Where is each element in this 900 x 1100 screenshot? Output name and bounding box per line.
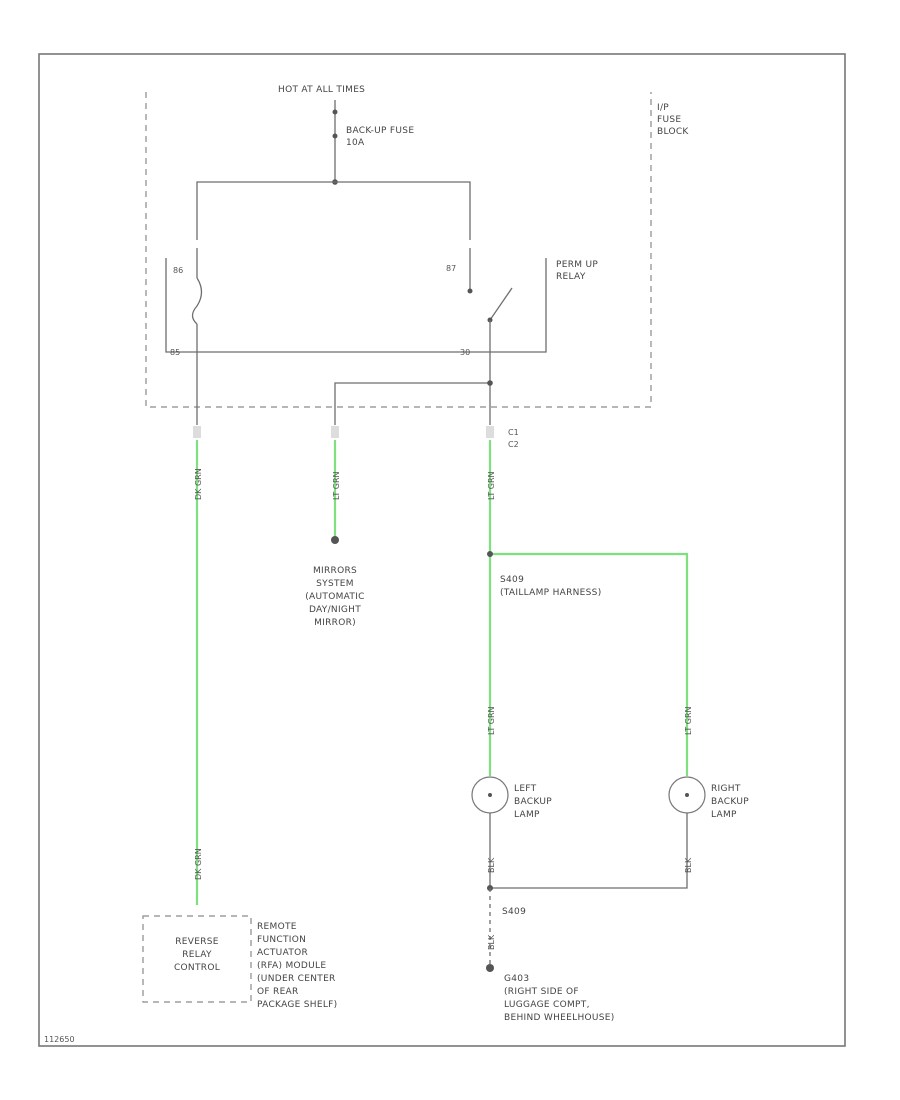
right-lamp-label-2: BACKUP — [711, 797, 749, 807]
reverse-box-label-3: CONTROL — [174, 963, 220, 973]
relay-label-1: PERM UP — [556, 260, 598, 270]
switch-contact-87 — [467, 288, 473, 294]
relay-switch-arm — [489, 287, 513, 321]
fuse-block-label-1: I/P — [657, 103, 669, 113]
reverse-relay-box — [142, 915, 252, 1003]
rfa-label-4: (RFA) MODULE — [257, 961, 326, 971]
wire-lamp-left-label: LT GRN — [487, 706, 496, 735]
rfa-label-2: FUNCTION — [257, 935, 306, 945]
hot-at-all-times-label: HOT AT ALL TIMES — [278, 85, 365, 95]
fuse-terminal-top — [332, 109, 338, 115]
wire-mid-label: LT GRN — [332, 471, 341, 500]
splice-top-label-1: S409 — [500, 575, 524, 585]
figure-id: 112650 — [44, 1035, 75, 1044]
wire-ground-left-label: BLK — [487, 857, 496, 873]
right-lamp-filament — [685, 793, 689, 797]
wire-right-label: LT GRN — [487, 471, 496, 500]
wire-ground-main-label: BLK — [487, 934, 496, 950]
mirrors-label-5: MIRROR) — [314, 618, 356, 628]
rfa-label-3: ACTUATOR — [257, 948, 308, 958]
mirror-branch-wire — [334, 382, 490, 407]
ground-label-3: LUGGAGE COMPT, — [504, 1000, 590, 1010]
right-lamp-ground-wire — [490, 813, 688, 889]
rfa-label-1: REMOTE — [257, 922, 297, 932]
rfa-label-7: PACKAGE SHELF) — [257, 1000, 337, 1010]
mirrors-label-1: MIRRORS — [313, 566, 357, 576]
fuse-bus-wire — [196, 181, 471, 240]
connector-c1-label: C1 — [508, 428, 519, 437]
connector-c2-label: C2 — [508, 440, 519, 449]
left-lamp-label-3: LAMP — [514, 810, 540, 820]
internal-splice — [487, 380, 493, 386]
right-lamp-label-1: RIGHT — [711, 784, 741, 794]
pin-87-label: 87 — [446, 264, 456, 273]
ground-point — [486, 964, 494, 972]
connector-c1-mid — [331, 426, 339, 438]
splice-bottom-label: S409 — [502, 907, 526, 917]
left-lamp-label-2: BACKUP — [514, 797, 552, 807]
fuse-terminal-bottom — [332, 133, 338, 139]
splice-s409-dot — [487, 551, 493, 557]
fuse-block-label-3: BLOCK — [657, 127, 689, 137]
mirrors-label-3: (AUTOMATIC — [305, 592, 365, 602]
splice-top-label-2: (TAILLAMP HARNESS) — [500, 588, 602, 598]
wire-left-top-label: DK GRN — [194, 468, 203, 500]
ground-label-2: (RIGHT SIDE OF — [504, 987, 579, 997]
wire-lamp-right-label: LT GRN — [684, 706, 693, 735]
pin-30-label: 30 — [460, 348, 470, 357]
pin-85-label: 85 — [170, 348, 180, 357]
diagram-frame — [38, 53, 846, 1047]
relay-coil — [191, 277, 203, 325]
reverse-box-label-1: REVERSE — [175, 937, 219, 947]
mirrors-label-4: DAY/NIGHT — [309, 605, 361, 615]
reverse-box-label-2: RELAY — [182, 950, 212, 960]
ground-label-4: BEHIND WHEELHOUSE) — [504, 1013, 615, 1023]
relay-label-2: RELAY — [556, 272, 586, 282]
relay-outline — [165, 258, 547, 353]
wire-right-lamp-green — [490, 552, 689, 776]
wire-ground-right-label: BLK — [684, 857, 693, 873]
ground-label-1: G403 — [504, 974, 529, 984]
connector-c2-right — [486, 426, 494, 438]
wire-left-bottom-label: DK GRN — [194, 848, 203, 880]
right-lamp-label-3: LAMP — [711, 810, 737, 820]
pin-86-label: 86 — [173, 266, 183, 275]
left-lamp-label-1: LEFT — [514, 784, 537, 794]
rfa-label-6: OF REAR — [257, 987, 299, 997]
fuse-label-2: 10A — [346, 138, 365, 148]
rfa-label-5: (UNDER CENTER — [257, 974, 336, 984]
fuse-block-outline — [145, 92, 652, 408]
connector-c1-left — [193, 426, 201, 438]
mirror-terminal-dot — [331, 536, 339, 544]
left-lamp-filament — [488, 793, 492, 797]
fuse-block-label-2: FUSE — [657, 115, 681, 125]
mirrors-label-2: SYSTEM — [316, 579, 354, 589]
fuse-label-1: BACK-UP FUSE — [346, 126, 414, 136]
